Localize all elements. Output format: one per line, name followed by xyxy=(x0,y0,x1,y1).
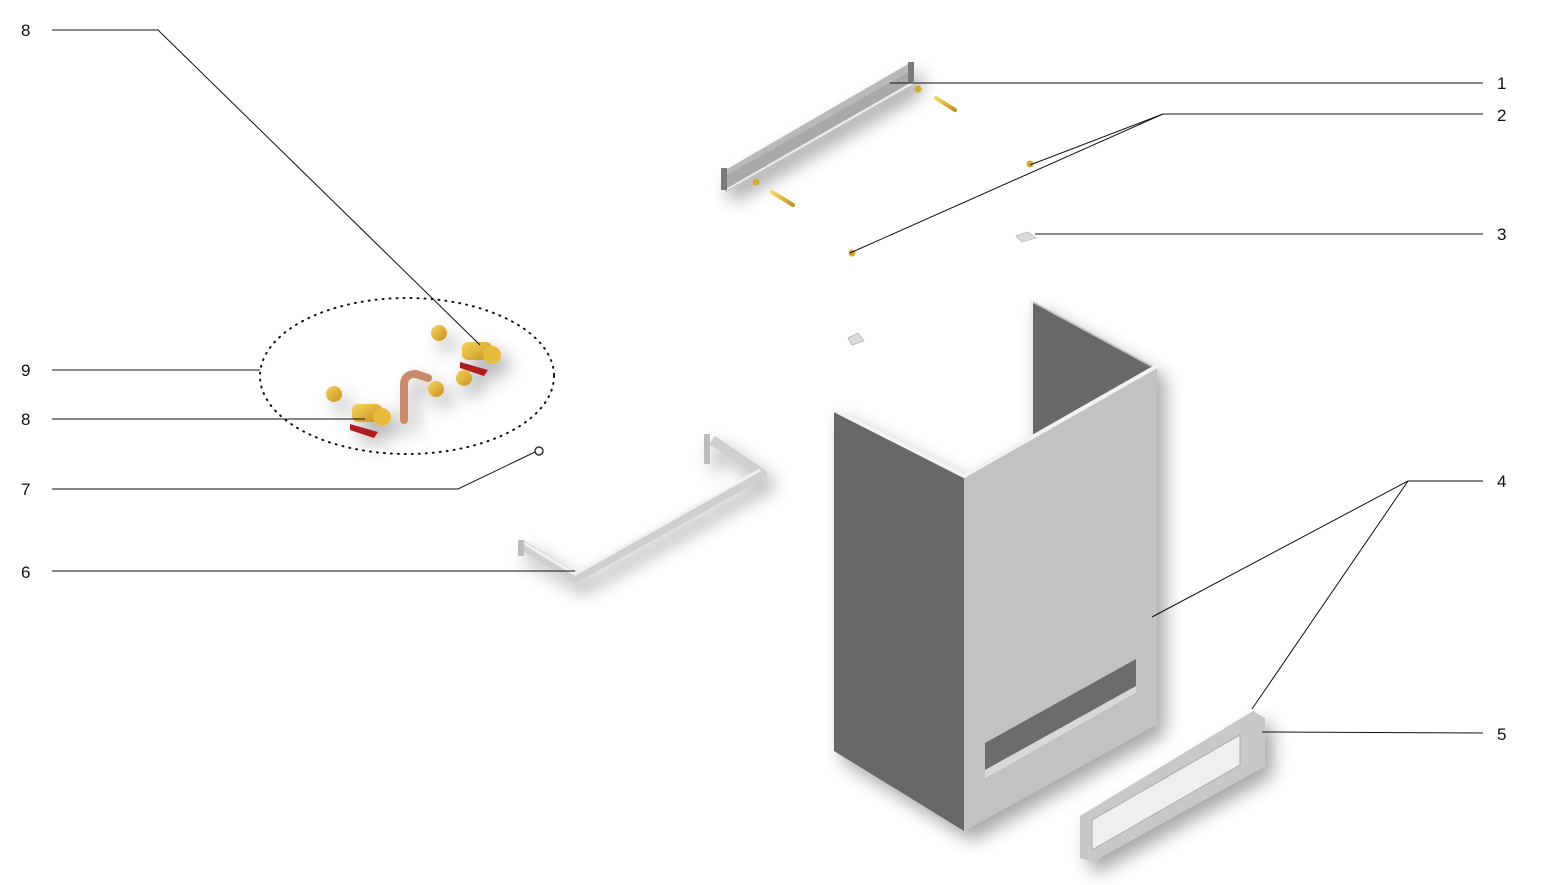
part-4-casing xyxy=(833,301,1158,831)
part-7-o-ring xyxy=(534,446,544,456)
callout-9: 9 xyxy=(21,361,30,380)
part-2-screw xyxy=(1026,160,1034,168)
part-5-cover-plate xyxy=(1080,711,1265,862)
callout-8-top: 8 xyxy=(21,21,30,40)
part-1-wall-bracket xyxy=(721,62,915,192)
leader-lines xyxy=(52,29,1484,734)
part-3-clip xyxy=(847,332,865,346)
callout-2: 2 xyxy=(1497,106,1506,125)
callout-1: 1 xyxy=(1497,74,1506,93)
part-9-valve-kit xyxy=(326,325,501,438)
part-1-bolts xyxy=(752,85,957,207)
callout-6: 6 xyxy=(21,563,30,582)
callout-5: 5 xyxy=(1497,725,1506,744)
callout-7: 7 xyxy=(21,480,30,499)
part-3-clip xyxy=(1015,231,1037,243)
callout-4: 4 xyxy=(1497,472,1506,491)
part-6-frame xyxy=(518,434,767,583)
callout-8: 8 xyxy=(21,410,30,429)
callout-3: 3 xyxy=(1497,225,1506,244)
part-9-kit-outline xyxy=(259,297,555,455)
